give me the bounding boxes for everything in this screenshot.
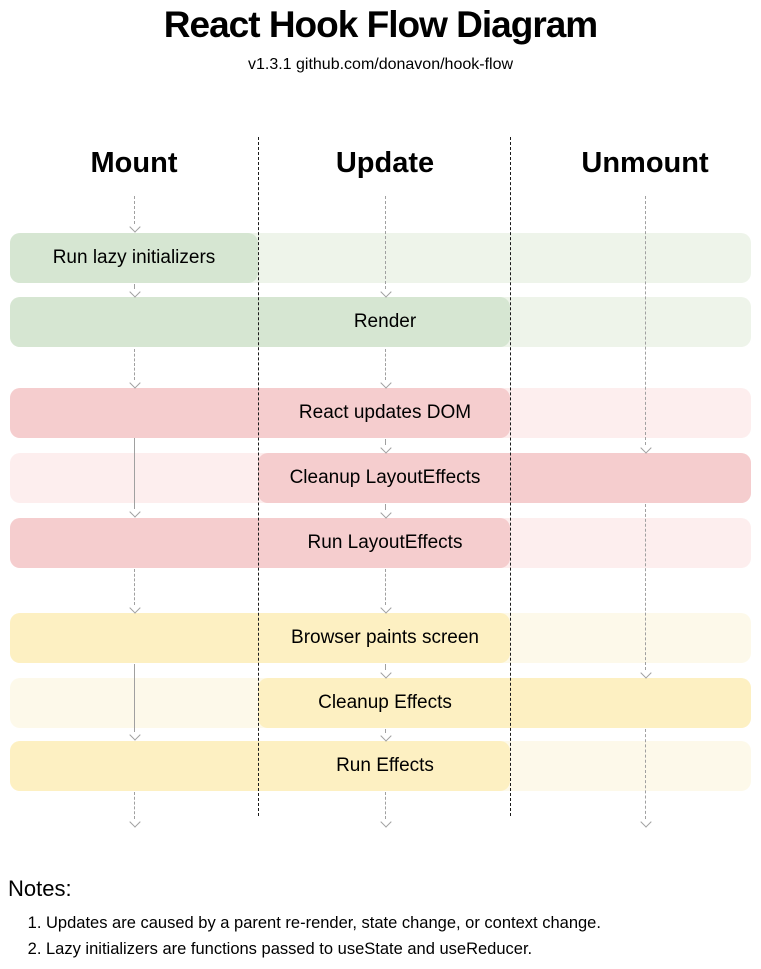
flow-band-browser-paints-screen: Browser paints screen (10, 613, 751, 663)
flow-band-react-updates-dom: React updates DOM (10, 388, 751, 438)
flow-arrow (134, 569, 135, 605)
flow-arrow (134, 664, 135, 732)
flow-arrowhead (129, 602, 141, 614)
flow-arrow (134, 284, 135, 289)
flow-arrowhead (380, 442, 392, 454)
flow-band-label: Browser paints screen (291, 627, 479, 648)
flow-band-label: Render (353, 311, 417, 332)
flow-arrow (645, 504, 646, 670)
flow-band-label: React updates DOM (298, 402, 472, 423)
column-divider (258, 137, 259, 816)
flow-arrowhead (380, 377, 392, 389)
flow-arrow (645, 196, 646, 445)
flow-arrow (645, 729, 646, 819)
flow-band-active-segment (10, 297, 510, 347)
flow-band-active-segment (10, 233, 258, 283)
flow-arrow (385, 569, 386, 605)
flow-band-run-lazy-initializers: Run lazy initializers (10, 233, 751, 283)
notes-heading: Notes: (8, 876, 72, 901)
flow-arrowhead (380, 507, 392, 519)
flow-band-active-segment (10, 518, 510, 568)
flow-band-active-segment (258, 678, 751, 728)
flow-band-label: Run Effects (336, 755, 434, 776)
flow-band-label: Run LayoutEffects (307, 532, 463, 553)
flow-arrowhead (129, 506, 141, 518)
flow-band-label: Cleanup Effects (318, 692, 452, 713)
flow-arrow (385, 196, 386, 289)
flow-arrowhead (129, 729, 141, 741)
flow-arrow (385, 792, 386, 819)
flow-band-active-segment (10, 613, 510, 663)
flow-arrowhead (380, 667, 392, 679)
column-header-unmount: Unmount (581, 147, 709, 179)
flow-arrowhead (129, 377, 141, 389)
flow-band-run-effects: Run Effects (10, 741, 751, 791)
flow-band-cleanup-effects: Cleanup Effects (10, 678, 751, 728)
flow-arrow (385, 349, 386, 380)
notes-list: Updates are caused by a parent re-render… (8, 914, 753, 959)
flow-arrow (385, 439, 386, 445)
note-item: Lazy initializers are functions passed t… (46, 940, 753, 959)
flow-arrowhead (380, 602, 392, 614)
flow-arrowhead (129, 816, 141, 828)
flow-band-active-segment (10, 388, 510, 438)
flow-arrow (385, 504, 386, 510)
flow-arrowhead (129, 221, 141, 233)
note-item: Updates are caused by a parent re-render… (46, 914, 753, 933)
flow-arrow (134, 196, 135, 224)
flow-arrow (134, 349, 135, 380)
diagram-title: React Hook Flow Diagram (163, 4, 598, 45)
flow-arrow (385, 729, 386, 733)
flow-arrowhead (640, 667, 652, 679)
flow-band-active-segment (10, 741, 510, 791)
flow-arrow (134, 792, 135, 819)
flow-band-render: Render (10, 297, 751, 347)
flow-arrow (134, 438, 135, 509)
flow-arrowhead (380, 730, 392, 742)
flow-arrowhead (380, 286, 392, 298)
flow-arrowhead (129, 286, 141, 298)
flow-band-active-segment (258, 453, 751, 503)
flow-arrowhead (380, 816, 392, 828)
flow-band-cleanup-layouteffects: Cleanup LayoutEffects (10, 453, 751, 503)
flow-arrow (385, 664, 386, 670)
diagram-subtitle: v1.3.1 github.com/donavon/hook-flow (247, 56, 514, 73)
flow-band-label: Cleanup LayoutEffects (289, 467, 481, 488)
flow-arrowhead (640, 816, 652, 828)
notes-section: Notes: Updates are caused by a parent re… (8, 876, 753, 966)
column-header-update: Update (335, 147, 435, 179)
flow-arrowhead (640, 442, 652, 454)
column-divider (510, 137, 511, 816)
flow-band-run-layouteffects: Run LayoutEffects (10, 518, 751, 568)
flow-band-label: Run lazy initializers (52, 247, 216, 268)
column-header-mount: Mount (90, 147, 178, 179)
